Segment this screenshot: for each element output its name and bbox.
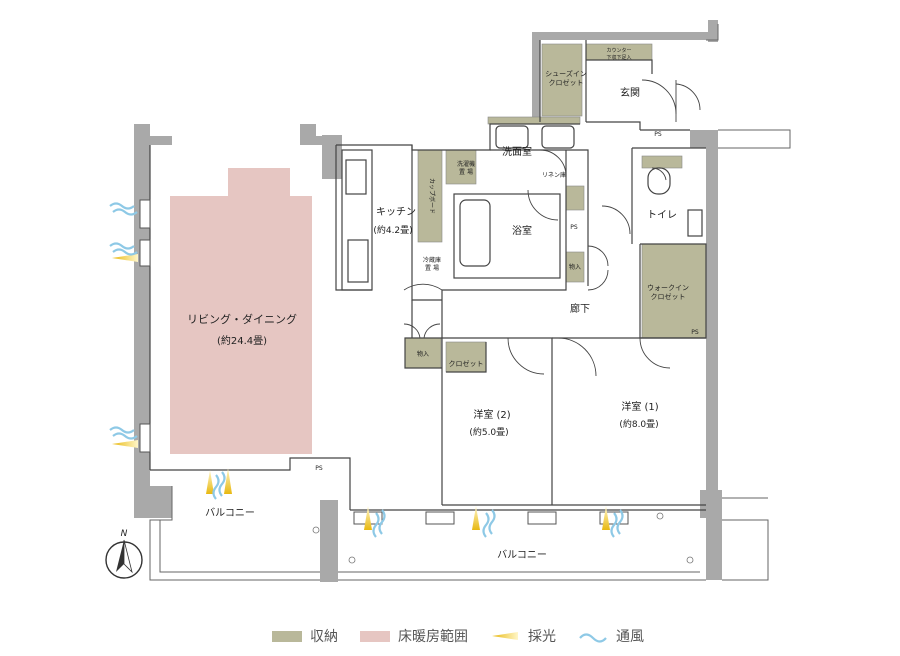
- entrance-label: 玄関: [620, 86, 640, 99]
- outer-walls: [134, 20, 722, 582]
- balcony-left-label: バルコニー: [205, 507, 255, 519]
- western2-label: 洋室 (2): [473, 408, 510, 421]
- storage-swatch: [272, 630, 302, 642]
- ps-label-3: PS: [691, 329, 699, 336]
- ps-label-2: PS: [570, 224, 578, 231]
- light-indicators: [112, 254, 610, 530]
- room-labels: リビング・ダイニング (約24.4畳) キッチン (約4.2畳) 洗面室 浴室 …: [187, 47, 699, 561]
- north-label: N: [121, 529, 128, 539]
- legend-light-label: 採光: [528, 629, 556, 645]
- ldk-size: (約24.4畳): [217, 334, 267, 347]
- door-swings: [403, 79, 701, 377]
- hall-label: 廊下: [570, 302, 590, 315]
- balcony-outline: [149, 24, 791, 581]
- walkin-label: ウォークインクロゼット: [647, 284, 689, 301]
- legend-light: 採光: [490, 626, 556, 646]
- storage-blocks: [404, 43, 707, 373]
- legend-floor-heating-label: 床暖房範囲: [398, 629, 468, 645]
- ps-label-1: PS: [315, 465, 323, 472]
- western1-label: 洋室 (1): [621, 400, 658, 413]
- cupboard-label: カップボード: [428, 178, 436, 214]
- fridge-label: 冷蔵庫置 場: [423, 256, 441, 272]
- kitchen-label: キッチン: [376, 206, 416, 218]
- balcony-bottom-label: バルコニー: [497, 549, 547, 561]
- ps-label-4: PS: [654, 131, 662, 138]
- bath-label: 浴室: [512, 224, 532, 237]
- wind-icon: [579, 633, 607, 643]
- counter-label: カウンター下収下足入: [606, 47, 631, 61]
- north-arrow: N: [105, 529, 143, 579]
- legend: 収納 床暖房範囲 採光 通風: [272, 624, 666, 648]
- legend-storage: 収納: [272, 626, 338, 646]
- closet-label: クロゼット: [449, 359, 484, 368]
- legend-wind-label: 通風: [616, 629, 644, 645]
- light-icon: [492, 632, 518, 640]
- interior-walls: [149, 40, 707, 511]
- toilet-label: トイレ: [647, 210, 677, 221]
- kitchen-size: (約4.2畳): [373, 224, 412, 236]
- western1-size: (約8.0畳): [619, 418, 658, 430]
- linen-label: リネン庫: [542, 171, 566, 179]
- shoes-label: シューズインクロゼット: [545, 69, 587, 87]
- legend-floor-heating: 床暖房範囲: [360, 626, 468, 646]
- drain-points: [312, 512, 694, 564]
- floor-heating-swatch: [360, 630, 390, 642]
- legend-wind: 通風: [578, 626, 644, 646]
- western2-size: (約5.0畳): [469, 426, 508, 438]
- floor-heating-area: [170, 168, 312, 454]
- storage2-label: 物入: [569, 263, 581, 271]
- legend-storage-label: 収納: [310, 629, 338, 645]
- storage-label: 物入: [417, 350, 429, 358]
- wash-label: 洗面室: [502, 145, 532, 158]
- washer-label: 洗濯機置 場: [457, 160, 475, 176]
- ldk-label: リビング・ダイニング: [187, 312, 297, 326]
